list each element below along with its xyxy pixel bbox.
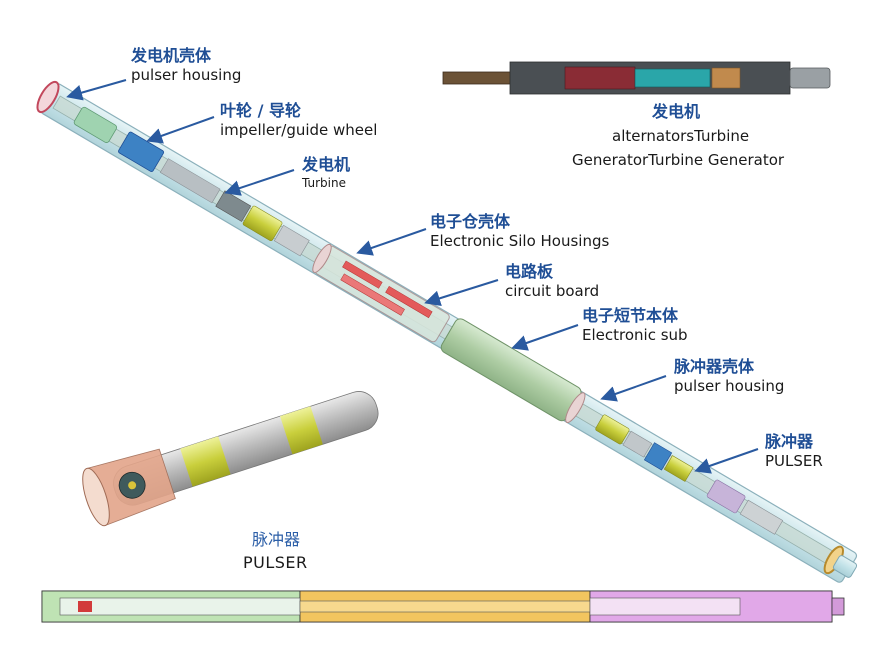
callout-en: impeller/guide wheel [220, 121, 378, 139]
callout-en: PULSER [765, 452, 823, 470]
circuit-board-3 [340, 273, 405, 316]
callout-en: circuit board [505, 282, 600, 300]
arrow-turbine [224, 169, 295, 196]
pulser-gray-2 [739, 499, 784, 535]
callout-cn: 发电机壳体 [131, 46, 212, 65]
callout-pulser-housing: 脉冲器壳体 pulser housing [674, 357, 784, 396]
callout-cn: 脉冲器 [765, 432, 814, 451]
callout-electronic-sub: 电子短节本体 Electronic sub [582, 306, 688, 345]
pulser-blue [643, 442, 673, 471]
callout-en: Electronic Silo Housings [430, 232, 610, 250]
section-inner-orange [299, 600, 591, 613]
callout-arrows [66, 79, 759, 474]
callout-cn: 电子短节本体 [582, 306, 679, 325]
turbine-gray [159, 158, 221, 204]
arrow-pulser-housing-top [66, 79, 127, 101]
generator-inset-title: 发电机 [652, 102, 701, 121]
electronic-silo-body [314, 245, 450, 343]
generator-inset-label-en1: alternatorsTurbine [612, 127, 750, 145]
arrow-impeller [146, 116, 215, 144]
pulser-gray-1 [622, 430, 653, 458]
arrow-electronic-silo [356, 228, 427, 256]
generator-inset-label-cn: 发电机 [652, 102, 700, 122]
generator-gray [273, 224, 310, 257]
callout-cn: 电路板 [505, 262, 554, 281]
left-end-cap [36, 80, 60, 114]
callout-en: Electronic sub [582, 326, 688, 344]
generator-dark [215, 190, 252, 222]
generator-inset-label-en2: GeneratorTurbine Generator [572, 151, 785, 169]
pulser-yellow-1 [595, 414, 630, 445]
generator-inset-orange [711, 67, 741, 89]
callout-en: pulser housing [131, 66, 242, 84]
arrow-pulser [694, 448, 759, 474]
section-inner-left [59, 597, 301, 616]
generator-yellow [242, 205, 283, 242]
section-inner-right [589, 597, 741, 616]
pulser-inset-label-en: PULSER [243, 553, 308, 572]
circuit-board-2 [385, 285, 433, 319]
right-tail [832, 555, 858, 578]
callout-pulser: 脉冲器 PULSER [765, 432, 823, 471]
pulser-yellow-2 [663, 455, 694, 482]
pulser-inset-label-cn: 脉冲器 [252, 530, 301, 549]
section-end-cap [831, 597, 845, 616]
callout-cn: 叶轮 / 导轮 [220, 101, 301, 120]
callout-cn: 发电机 [302, 155, 351, 174]
pulser-inset-opening [82, 467, 110, 527]
bottom-cross-section [41, 590, 845, 623]
callout-pulser-housing-top: 发电机壳体 pulser housing [131, 46, 241, 85]
callout-en: Turbine [302, 176, 346, 190]
pulser-lavender [706, 479, 746, 514]
callout-en: pulser housing [674, 377, 785, 395]
electronic-sub-body [440, 318, 582, 422]
pulser-inset-hub [128, 481, 137, 490]
section-red-part [78, 601, 92, 612]
callout-electronic-silo: 电子仓壳体 Electronic Silo Housings [430, 212, 609, 251]
silo-collar-left [312, 243, 332, 273]
arrow-electronic-sub [511, 324, 579, 351]
pulser-housing-collar [565, 392, 586, 423]
pulser-inset-yellow-band-1 [180, 436, 231, 487]
generator-inset-drawing [442, 61, 831, 95]
callout-impeller: 叶轮 / 导轮 impeller/guide wheel [220, 101, 377, 140]
callout-turbine: 发电机 Turbine [302, 155, 350, 191]
pulser-inset-drawing [82, 391, 379, 527]
pulser-inset-yellow-band-2 [280, 406, 323, 455]
circuit-board-1 [342, 260, 383, 289]
generator-inset-shaft [442, 71, 514, 85]
callout-cn: 电子仓壳体 [430, 212, 511, 231]
impeller-segment-green [73, 106, 117, 143]
arrow-circuit-board [424, 279, 499, 307]
main-tool-assembly [36, 80, 858, 583]
generator-inset-red-core [564, 66, 636, 90]
callout-cn: 脉冲器壳体 [674, 357, 755, 376]
generator-inset-tail [789, 67, 831, 89]
arrow-pulser-housing [600, 375, 667, 402]
callout-circuit-board: 电路板 circuit board [505, 262, 599, 301]
generator-inset-cyan-core [634, 68, 711, 88]
